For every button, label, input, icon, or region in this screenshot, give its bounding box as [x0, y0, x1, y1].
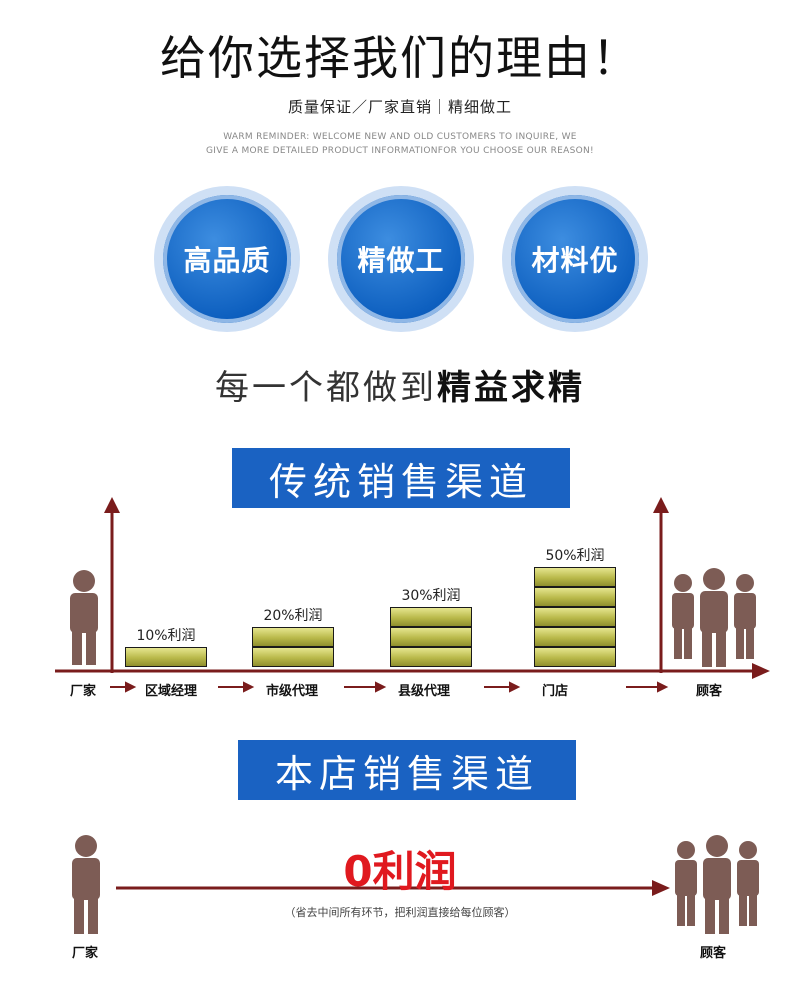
stage-label-county-agent: 县级代理	[398, 684, 451, 699]
warm-reminder: WARM REMINDER: WELCOME NEW AND OLD CUSTO…	[150, 130, 650, 158]
traditional-channel-diagram	[55, 497, 770, 693]
base-axis-arrowhead	[752, 663, 770, 679]
factory-person-icon	[70, 570, 98, 665]
zero-profit-note: （省去中间所有环节，把利润直接给每位顾客）	[284, 906, 516, 919]
feature-label-quality: 高品质	[183, 244, 271, 277]
page-title: 给你选择我们的理由！	[160, 31, 640, 85]
zero-profit-label: 0利润	[343, 847, 457, 896]
tagline-plain: 每一个都做到	[215, 368, 437, 408]
reminder-line-2: GIVE A MORE DETAILED PRODUCT INFORMATION…	[206, 146, 594, 156]
customers-group-icon	[675, 835, 759, 934]
page-subtitle: 质量保证／厂家直销｜精细做工	[287, 98, 512, 116]
reminder-line-1: WARM REMINDER: WELCOME NEW AND OLD CUSTO…	[223, 132, 577, 142]
feature-label-material: 材料优	[531, 244, 619, 277]
feature-circle-quality: 高品质	[154, 186, 300, 332]
feature-circle-workmanship: 精做工	[328, 186, 474, 332]
left-axis-arrowhead	[104, 497, 120, 513]
store-channel-diagram	[72, 835, 759, 934]
feature-circle-material: 材料优	[502, 186, 648, 332]
store-label-factory: 厂家	[72, 946, 99, 961]
tagline: 每一个都做到精益求精	[0, 360, 800, 409]
feature-label-workmanship: 精做工	[357, 244, 445, 277]
customers-group-icon	[672, 568, 756, 667]
stage-arrows	[110, 681, 669, 693]
stage-label-store: 门店	[542, 684, 569, 699]
stage-label-city-agent: 市级代理	[266, 684, 319, 699]
traditional-channel-banner: 传统销售渠道	[232, 448, 570, 508]
feature-circle-inner: 材料优	[511, 195, 639, 323]
factory-person-icon	[72, 835, 100, 934]
direct-arrow-head	[652, 880, 670, 896]
feature-circle-inner: 精做工	[337, 195, 465, 323]
store-label-customer: 顾客	[700, 946, 727, 961]
store-channel-banner: 本店销售渠道	[238, 740, 576, 800]
tagline-bold: 精益求精	[437, 368, 585, 408]
stage-label-regional-manager: 区域经理	[145, 684, 198, 699]
stage-label-customer: 顾客	[696, 684, 723, 699]
stage-label-factory: 厂家	[70, 684, 97, 699]
right-axis-arrowhead	[653, 497, 669, 513]
feature-circle-inner: 高品质	[163, 195, 291, 323]
